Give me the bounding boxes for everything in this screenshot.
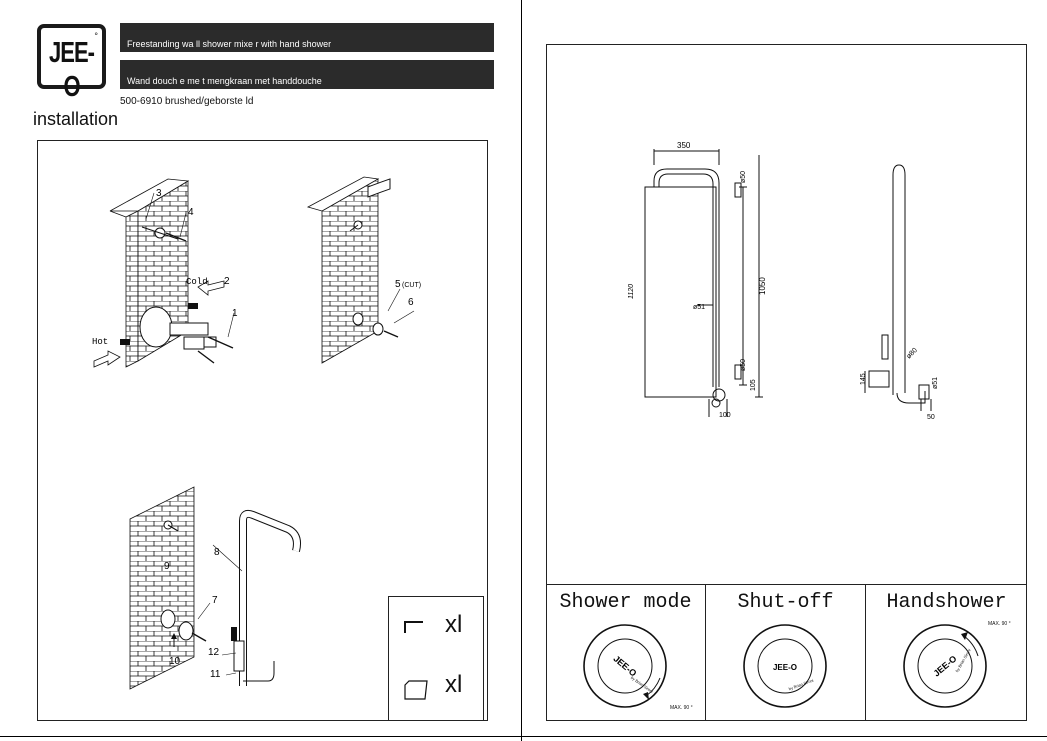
max-angle-handshower: MAX. 90 ° [988,621,1011,627]
title-bar-dutch: Wand douch e me t mengkraan met handdouc… [120,60,494,89]
knob-shower-mode: JEE-O [546,584,706,721]
step3-illustration: 8 9 7 10 12 11 [130,487,297,689]
brand-logo-text: JEE-O [41,36,102,104]
cloth-icon [403,679,429,701]
mode-panel-handshower: Handshower JEE-O MAX. 90 ° by Brian Siro… [866,584,1027,721]
parts-row-cloth: xl [389,669,483,709]
dim-w100: 100 [719,412,731,419]
mode-panel-shower: Shower mode JEE-O MAX. 90 ° by Brian Sir… [546,584,706,721]
step3-label-8: 8 [214,547,220,558]
step2-label-6: 6 [408,297,414,308]
step1-label-1: 1 [232,308,238,319]
dim-height-1050: 1050 [758,277,767,295]
step2-label-5: 5 [395,279,401,290]
step1-label-hot: Hot [92,337,108,347]
knob-shut-off: JEE-O [706,584,866,721]
front-view [645,149,763,417]
step1-label-3: 3 [156,188,162,199]
dim-h105: 105 [750,379,757,391]
brand-logo: JEE-O ° [37,24,106,89]
title-bar-english: Freestanding wa ll shower mixe r with ha… [120,23,494,52]
dim-d51-side: ø51 [932,377,939,389]
step3-label-11: 11 [210,669,221,680]
step1-label-cold: Cold [186,277,208,287]
mode-panel-shutoff: Shut-off JEE-O by Brian Sironi [706,584,866,721]
parts-qty-cloth: xl [445,671,462,699]
dim-width-350: 350 [677,141,691,150]
step3-label-9: 9 [164,561,170,572]
step3-label-10: 10 [169,656,181,667]
step1-label-2: 2 [224,276,230,287]
knob-brand-shutoff: JEE-O [773,663,797,672]
parts-qty-hex-key: xl [445,611,462,639]
dim-h145: 145 [860,373,867,385]
dim-d50-bottom: ø50 [740,359,747,371]
step2-illustration: 5 (CUT) 6 [308,177,421,363]
knob-handshower: JEE-O [866,584,1027,721]
max-angle-shower: MAX. 90 ° [670,705,693,711]
brand-logo-degree: ° [94,31,98,41]
step2-label-cut: (CUT) [402,282,421,289]
dim-d50-top: ø50 [740,171,747,183]
page-divider [521,0,522,741]
parts-row-hex-key: xl [389,609,483,649]
product-code: 500-6910 brushed/geborste ld [120,96,253,107]
page-bottom-line [0,736,1047,737]
step1-label-4: 4 [188,207,194,218]
step1-illustration: 3 4 Cold 2 1 Hot [92,179,238,367]
dim-height-1120: 1120 [628,284,635,299]
dim-w50: 50 [927,414,935,421]
step3-label-12: 12 [208,647,220,658]
step3-label-7: 7 [212,595,218,606]
hex-key-icon [403,619,427,635]
dim-d80: ø80 [905,347,919,361]
section-title: installation [33,109,118,130]
dim-d51: ø51 [693,304,705,311]
included-parts: xl xl [388,596,484,721]
side-view [865,165,931,411]
